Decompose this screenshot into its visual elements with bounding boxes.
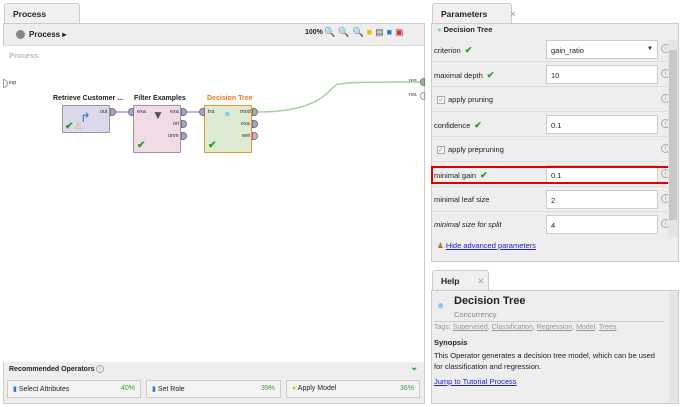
- parameters-scrollbar[interactable]: [668, 40, 678, 237]
- set-role-icon: ▮: [152, 386, 156, 393]
- zoom-out-icon[interactable]: 🔍: [338, 27, 353, 37]
- port-out[interactable]: [181, 132, 187, 140]
- confidence-input[interactable]: 0.1: [546, 115, 658, 134]
- tutorial-link[interactable]: Jump to Tutorial Process: [434, 377, 517, 386]
- help-scrollbar[interactable]: [669, 292, 678, 402]
- param-criterion: criterion✔gain_ratio▼i: [431, 37, 670, 62]
- process-canvas[interactable]: Process: [3, 45, 424, 362]
- layers-icon[interactable]: ■: [386, 27, 396, 37]
- operator-title: Filter Examples: [134, 95, 186, 102]
- note-icon[interactable]: ■: [366, 27, 376, 37]
- port-label: mod: [240, 109, 251, 115]
- divider: [434, 321, 664, 322]
- apply-prepruning-checkbox[interactable]: ✓: [437, 146, 445, 154]
- select-attributes-icon: ▮: [13, 386, 17, 393]
- tab-label: Parameters: [441, 9, 488, 19]
- check-icon: ✔: [137, 140, 146, 151]
- maximal-depth-input[interactable]: 10: [546, 65, 658, 84]
- tab-label: Process: [13, 9, 47, 19]
- tab-process[interactable]: Process: [4, 3, 80, 24]
- arrange-icon[interactable]: ▣: [395, 27, 407, 37]
- zoom-level: 100%: [305, 29, 323, 36]
- input-port[interactable]: [3, 79, 8, 88]
- lightbulb-icon: ●: [224, 108, 231, 120]
- help-tags: Tags: Supervised, Classification, Regres…: [434, 324, 617, 331]
- recommended-title: Recommended Operators: [9, 366, 95, 373]
- apply-pruning-checkbox[interactable]: ✓: [437, 96, 445, 104]
- hide-advanced-link[interactable]: ♟ Hide advanced parameters: [437, 241, 536, 250]
- canvas-label: Process: [9, 51, 39, 60]
- synopsis-text: This Operator generates a decision tree …: [434, 351, 655, 371]
- tab-help[interactable]: Help ✕: [432, 270, 489, 291]
- tab-label: Help: [441, 276, 460, 286]
- toolbar-icons: 🔍🔍🔍■▤■▣: [324, 27, 407, 38]
- port-label: exa: [241, 121, 250, 127]
- help-panel: [431, 290, 679, 404]
- info-icon[interactable]: i: [96, 365, 104, 373]
- lightbulb-icon: ●: [437, 298, 445, 312]
- check-icon: ✔: [208, 140, 217, 151]
- lightbulb-icon: ●: [292, 385, 297, 392]
- port-out[interactable]: [252, 132, 258, 140]
- result-port-label: res: [409, 78, 417, 84]
- result-port-label: res: [409, 92, 417, 98]
- help-title: Decision Tree: [454, 295, 526, 307]
- minimal-leaf-size-input[interactable]: 2: [546, 190, 658, 209]
- criterion-select[interactable]: gain_ratio▼: [546, 40, 658, 59]
- zoom-in-icon[interactable]: 🔍: [324, 27, 339, 37]
- minimal-size-for-split-input[interactable]: 4: [546, 215, 658, 234]
- help-subtitle: Concurrency: [454, 310, 497, 319]
- operator-decision-tree[interactable]: ● ✔: [204, 105, 252, 153]
- result-port[interactable]: [420, 92, 425, 100]
- breadcrumb[interactable]: Process ▸: [29, 30, 67, 39]
- lightbulb-icon: ●: [437, 25, 442, 34]
- port-in[interactable]: [128, 108, 134, 116]
- close-icon[interactable]: ✕: [477, 276, 485, 286]
- operator-title: Decision Tree: [207, 95, 253, 102]
- port-out[interactable]: [252, 120, 258, 128]
- port-label: exa: [137, 109, 146, 115]
- port-label: ori: [173, 121, 180, 127]
- zoom-fit-icon[interactable]: 🔍: [352, 27, 367, 37]
- collapse-chevron-icon[interactable]: ⌄: [410, 362, 419, 373]
- funnel-icon: ▼: [152, 108, 164, 122]
- check-icon: ✔: [65, 121, 74, 132]
- input-port-label: inp: [9, 80, 17, 86]
- warning-icon: ⚠: [74, 121, 83, 131]
- auto-wire-icon[interactable]: ▤: [375, 27, 387, 37]
- user-icon: ♟: [437, 241, 444, 250]
- result-port[interactable]: [420, 78, 425, 86]
- process-icon: [16, 30, 25, 39]
- highlight-box: [431, 166, 672, 184]
- port-out[interactable]: [181, 120, 187, 128]
- parameters-operator: ● Decision Tree: [437, 25, 493, 34]
- port-label: tra: [208, 109, 215, 115]
- tab-parameters[interactable]: Parameters ✕: [432, 3, 516, 24]
- operator-title: Retrieve Customer ...: [53, 95, 124, 102]
- operator-filter-examples[interactable]: ▼ ✔: [133, 105, 181, 153]
- close-icon[interactable]: ✕: [509, 9, 517, 19]
- port-label: exa: [170, 109, 179, 115]
- operator-retrieve[interactable]: ↱ ✔ ⚠: [62, 105, 110, 133]
- synopsis-title: Synopsis: [434, 338, 468, 347]
- port-label: unm: [168, 133, 179, 139]
- port-label: out: [100, 109, 108, 115]
- port-label: wei: [242, 133, 251, 139]
- port-out[interactable]: [110, 108, 116, 116]
- retrieve-icon: ↱: [80, 110, 91, 125]
- port-out[interactable]: [252, 108, 258, 116]
- port-in[interactable]: [199, 108, 205, 116]
- port-out[interactable]: [181, 108, 187, 116]
